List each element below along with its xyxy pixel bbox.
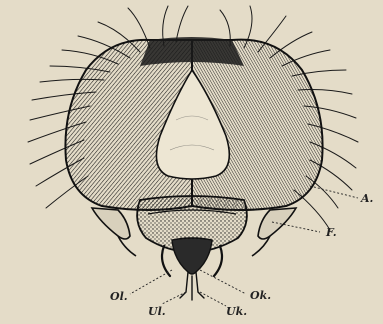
label-ul: Ul. (148, 306, 166, 317)
labium (180, 272, 204, 300)
labrum (172, 238, 212, 274)
label-a: A. (361, 193, 373, 204)
label-ok: Ok. (250, 290, 271, 301)
label-f: F. (326, 227, 337, 238)
vertex (140, 37, 244, 66)
label-uk: Uk. (226, 306, 247, 317)
label-ol: Ol. (110, 291, 128, 302)
